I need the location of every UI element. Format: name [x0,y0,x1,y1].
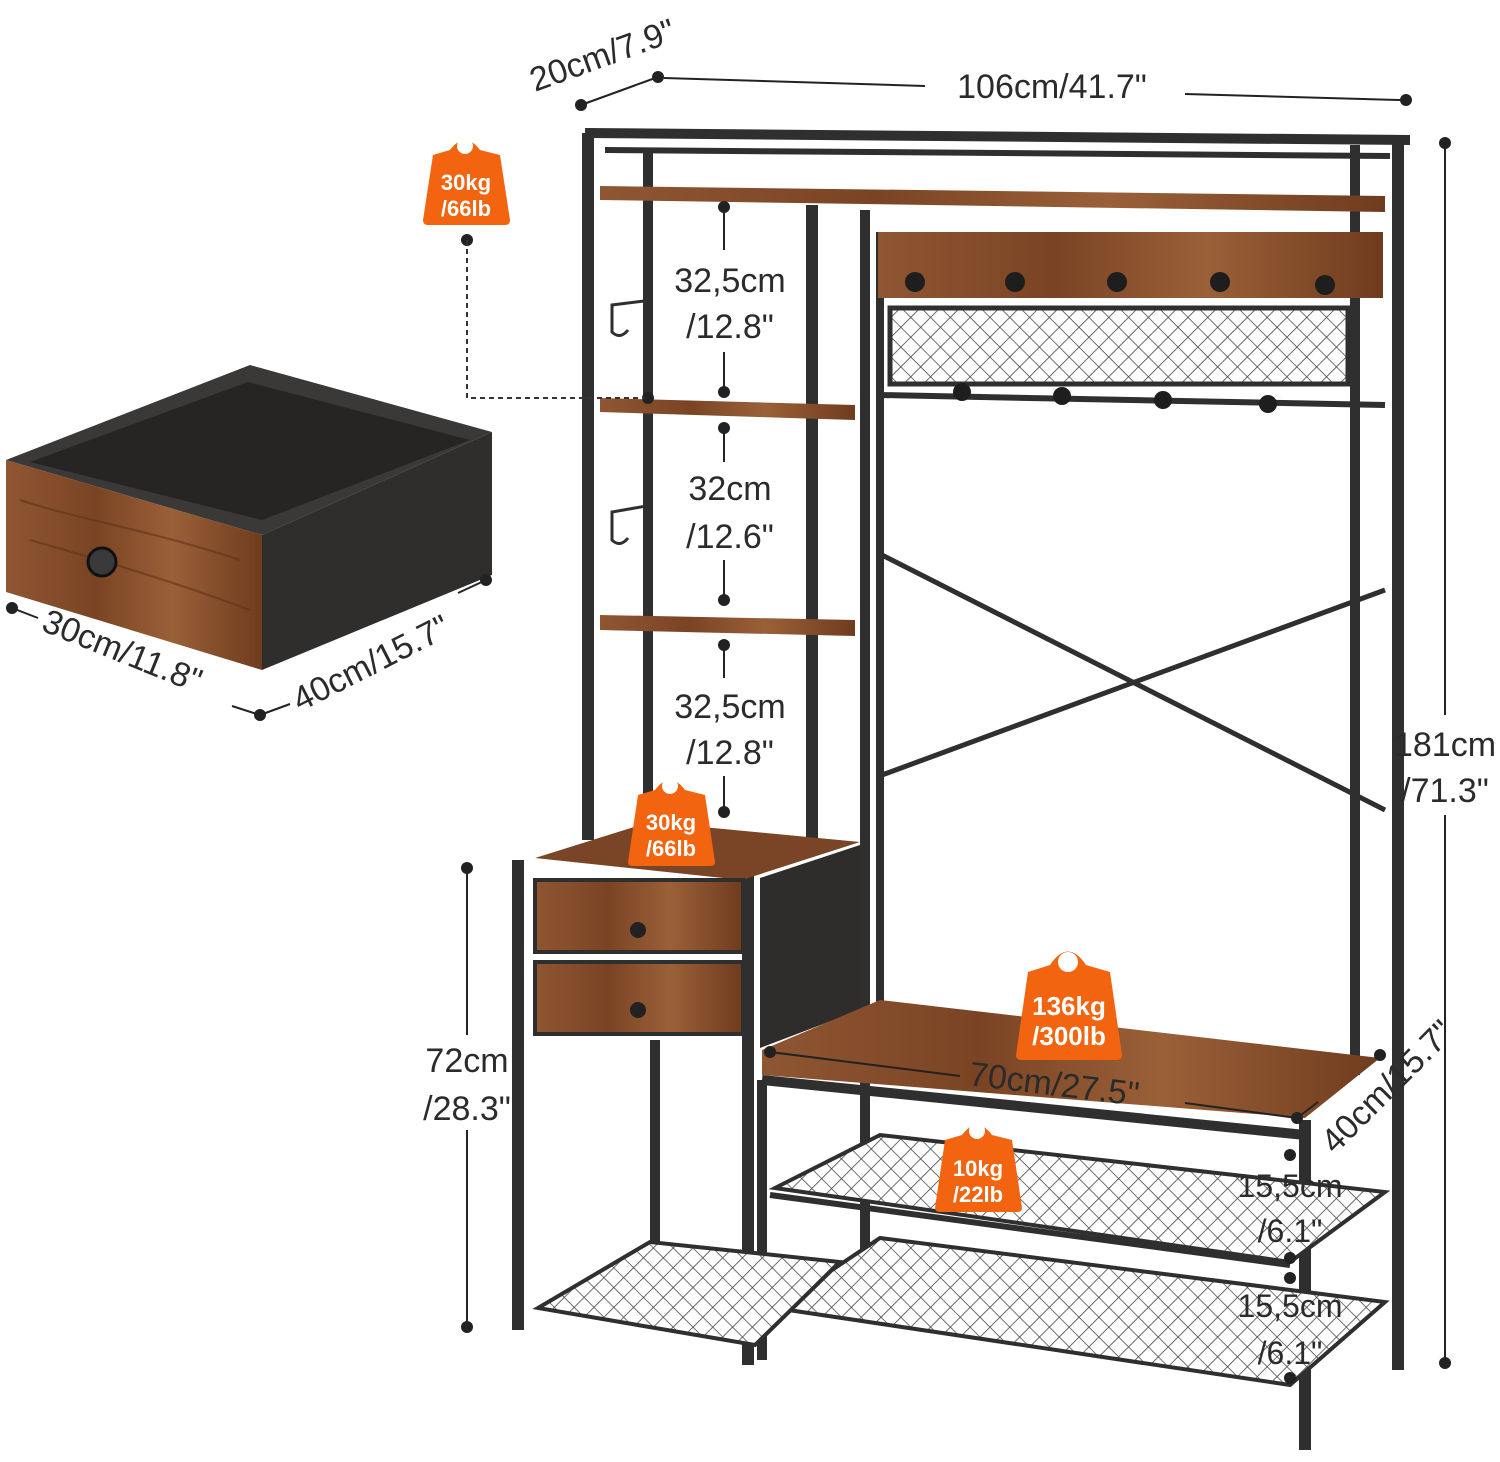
weight-icon [628,780,715,866]
load-badge-top-line1: 30kg [441,170,491,195]
bench-height-label-2: /28.3" [423,1090,511,1128]
load-badge-shoe: 10kg /22lb [935,1123,1022,1212]
shelf-gap-3-line2: /12.8" [686,734,774,772]
shoe-gap-1-line1: 15,5cm [1238,1168,1343,1204]
shelf-gap-dimensions: 32,5cm /12.8" 32cm /12.6" 32,5cm /12.8" [674,201,786,818]
bench-height-label-1: 72cm [425,1042,508,1080]
shelf-gap-1-line2: /12.8" [686,308,774,346]
drawer-knob-icon [630,1002,646,1018]
shoe-shelf-upper [768,1132,1391,1265]
load-badge-cabinet: 30kg /66lb [628,778,715,866]
load-badge-bench: 136kg /300lb [1016,951,1122,1060]
height-label-1: 181cm [1394,726,1496,764]
load-badge-top: 30kg /66lb [423,138,510,225]
hook-icon [1315,275,1335,295]
height-dimension: 181cm /71.3" [1394,137,1496,1369]
load-badge-shoe-line1: 10kg [953,1156,1003,1181]
hook-icon [1210,272,1230,292]
cabinet-drawer-2 [533,960,745,1036]
top-width-label: 106cm/41.7" [957,68,1147,106]
hook-row-bottom [953,383,1277,413]
drawer-knob-icon [86,546,118,578]
hook-icon [905,272,925,292]
weight-icon [935,1125,1022,1212]
badge-leader [461,234,654,404]
side-hooks [610,298,653,545]
shelf-gap-2-line1: 32cm [688,470,771,508]
tower-shelf-2 [600,615,855,636]
drawer-front [6,460,262,670]
top-width-dimension: 106cm/41.7" [652,68,1412,106]
tower-shelf-1 [600,398,855,420]
hook-icon [1053,387,1071,405]
load-badge-cabinet-line2: /66lb [646,836,696,861]
hook-board [878,232,1383,298]
hook-icon [1154,391,1172,409]
load-badge-cabinet-line1: 30kg [646,810,696,835]
weight-icon [423,140,510,225]
hook-icon [953,383,971,401]
shelf-gap-1-line1: 32,5cm [674,262,786,300]
cabinet-drawer-1 [533,878,745,954]
shoe-shelf-lower [769,1235,1390,1388]
shoe-gap-dimensions: 15,5cm /6.1" 15,5cm /6.1" [1238,1149,1343,1384]
hook-row-top [905,272,1335,295]
hook-icon [1107,272,1127,292]
shoe-gap-2-line2: /6.1" [1258,1335,1323,1371]
shelf-gap-2-line2: /12.6" [686,518,774,556]
top-depth-dimension: 20cm/7.9" [525,12,681,111]
weight-icon [1016,951,1122,1060]
height-label-2: /71.3" [1401,772,1489,810]
left-bottom-shelf [532,1239,845,1348]
fabric-drawer [6,365,492,670]
mesh-panel [887,305,1351,387]
hook-icon [1005,272,1025,292]
load-badge-bench-line1: 136kg [1032,991,1106,1021]
bench-height-dimension: 72cm /28.3" [423,862,511,1333]
top-shelf [600,186,1385,212]
shelf-gap-3-line1: 32,5cm [674,688,786,726]
load-badge-top-line2: /66lb [441,196,491,221]
shoe-gap-1-line2: /6.1" [1258,1213,1323,1249]
load-badge-shoe-line2: /22lb [953,1182,1003,1207]
top-depth-label: 20cm/7.9" [525,12,681,100]
hook-icon [1259,395,1277,413]
drawer-knob-icon [630,922,646,938]
load-badge-bench-line2: /300lb [1032,1021,1106,1051]
shoe-gap-2-line1: 15,5cm [1238,1288,1343,1324]
